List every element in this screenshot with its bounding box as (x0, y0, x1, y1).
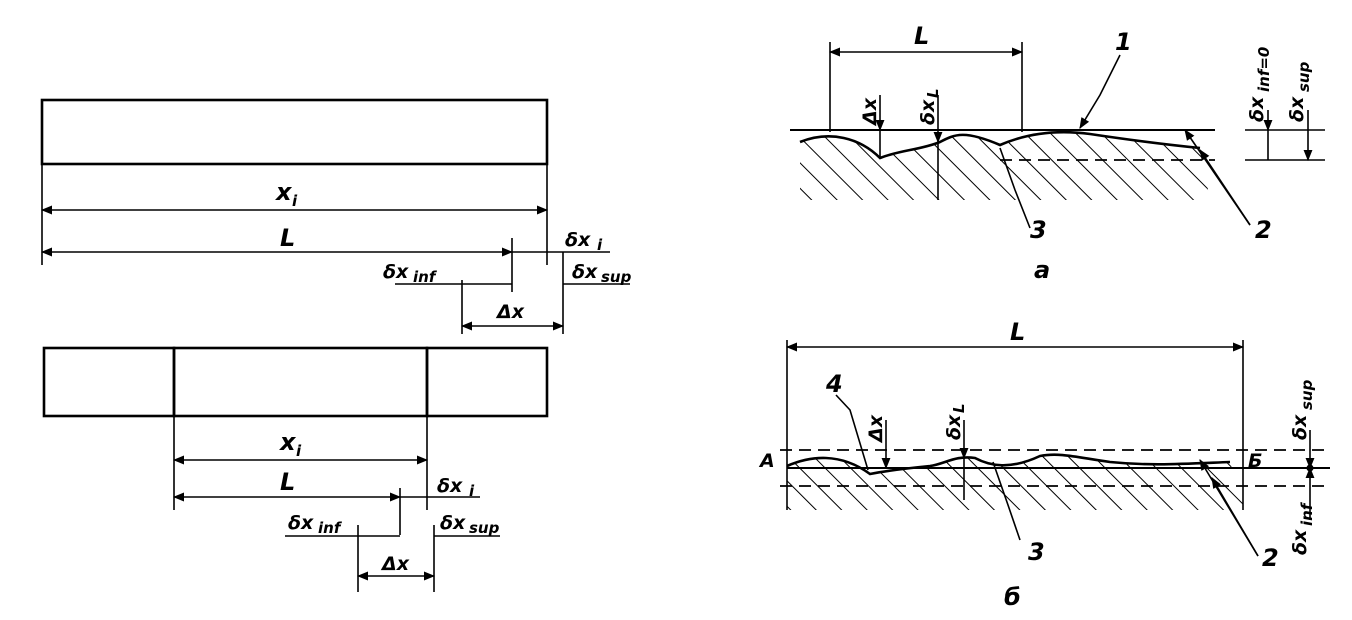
label-dx-inf-b: δx (1289, 529, 1311, 555)
profile-line-a (799, 130, 1201, 160)
label-dx-inf: δx (383, 261, 409, 283)
label-delta-x-2: Δx (380, 553, 410, 575)
label-dx-sup-a-sub: sup (1295, 61, 1313, 92)
profile-line-b (786, 453, 1231, 476)
label-dx-sup-b-sub: sup (1298, 379, 1316, 410)
label-L-2: L (280, 468, 295, 496)
label-xi: x (275, 178, 293, 206)
label-dx-inf0: δx (1246, 96, 1268, 122)
label-delta-x-b: Δx (865, 414, 887, 444)
label-delta-x-a: Δx (859, 97, 881, 127)
labels: x i L δx i δx inf δx sup Δx x i L δx i δ… (275, 22, 1316, 611)
label-dx-inf-b-sub: inf (1298, 501, 1316, 526)
shaft-diagram (40, 98, 630, 334)
label-dx-inf-sub: inf (413, 268, 438, 286)
label-4: 4 (825, 370, 843, 398)
label-dxi-2-sub: i (469, 482, 475, 500)
label-3-a: 3 (1030, 216, 1047, 244)
label-3-b: 3 (1028, 538, 1045, 566)
label-L-b: L (1010, 318, 1025, 346)
label-xi-sub: i (292, 192, 298, 210)
hole-gap (172, 346, 429, 418)
surface-diagram-b (780, 340, 1330, 557)
label-dxi-2: δx (437, 475, 463, 497)
label-xi-2: x (279, 428, 297, 456)
caption-b: б (1004, 583, 1021, 611)
caption-a: а (1034, 256, 1050, 284)
label-dx-sup: δx (572, 261, 598, 283)
label-L: L (280, 224, 295, 252)
hole-wall-right (425, 346, 549, 418)
label-dx-sup-a: δx (1286, 96, 1308, 122)
label-xi-2-sub: i (296, 442, 302, 460)
label-2-b: 2 (1262, 544, 1279, 572)
label-dxi: δx (565, 229, 591, 251)
label-dxL-a: δx (917, 99, 939, 125)
label-dxL-a-sub: L (924, 88, 942, 98)
label-dxL-b-sub: L (950, 403, 968, 413)
shaft-body (40, 98, 549, 166)
label-dxi-sub: i (597, 236, 603, 254)
label-2-a: 2 (1255, 216, 1272, 244)
label-1: 1 (1115, 28, 1132, 56)
hole-diagram (42, 346, 549, 592)
label-dx-sup-sub: sup (601, 268, 632, 286)
label-dx-inf0-sub: inf=0 (1255, 47, 1273, 92)
label-dx-sup-b: δx (1289, 414, 1311, 440)
label-dx-sup-2-sub: sup (469, 519, 500, 537)
label-dx-inf-2: δx (288, 512, 314, 534)
surface-diagram-a (790, 42, 1325, 229)
label-dx-inf-2-sub: inf (318, 519, 343, 537)
label-B: Б (1248, 450, 1262, 472)
label-L-a: L (914, 22, 929, 50)
hole-wall-left (42, 346, 176, 418)
label-A: A (758, 450, 775, 472)
label-dxL-b: δx (943, 414, 965, 440)
label-delta-x: Δx (495, 301, 525, 323)
label-dx-sup-2: δx (440, 512, 466, 534)
